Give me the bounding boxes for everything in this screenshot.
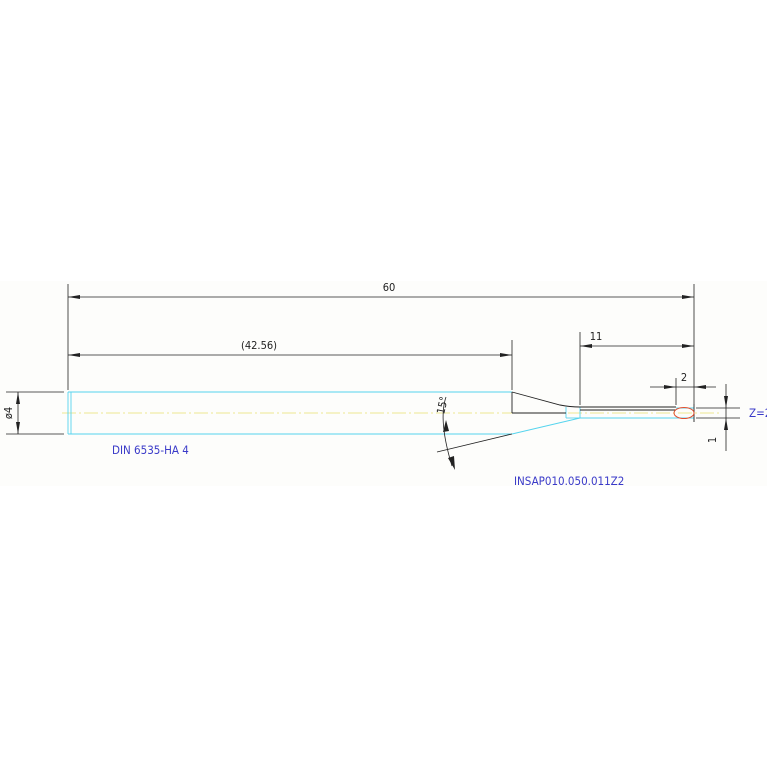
cutting-edge-marker	[673, 407, 695, 419]
dim-neck-length: 11	[579, 330, 694, 405]
dim-tip-length: 2	[650, 371, 716, 405]
arrowhead	[724, 396, 728, 408]
dim-text-dia: ø4	[2, 407, 15, 419]
flute-count-label: Z=2	[749, 406, 767, 420]
dim-text-42-56: (42.56)	[241, 339, 277, 352]
dim-taper-angle: 15°	[434, 395, 513, 470]
arrowhead	[664, 385, 676, 389]
dim-shank-length: (42.56)	[68, 339, 513, 390]
tool-outline	[511, 391, 695, 422]
arrowhead	[682, 295, 694, 299]
arrowhead	[68, 295, 80, 299]
taper-bottom-edge	[511, 417, 581, 435]
dim-overall-length: 60	[67, 281, 695, 404]
dim-shank-diameter: ø4	[2, 391, 64, 435]
arrowhead	[443, 420, 449, 432]
arrowhead	[694, 385, 706, 389]
arrowhead	[68, 353, 80, 357]
arrowhead	[16, 392, 20, 404]
dim-text-60: 60	[383, 281, 396, 294]
arrowhead	[580, 344, 592, 348]
taper-top-profile	[511, 391, 676, 408]
arrowhead	[448, 456, 455, 470]
arrowhead	[724, 418, 728, 430]
dim-tip-offset: 1	[696, 384, 740, 451]
angle-extension-line	[436, 433, 513, 453]
drawing-background	[0, 281, 767, 486]
arrowhead	[500, 353, 512, 357]
dim-text-angle: 15°	[434, 395, 450, 415]
arrowhead	[682, 344, 694, 348]
dim-text-11: 11	[590, 330, 603, 343]
part-number-label: INSAP010.050.011Z2	[514, 474, 624, 488]
dim-text-2: 2	[681, 371, 687, 384]
shank-standard-label: DIN 6535-HA 4	[112, 443, 189, 457]
arrowhead	[16, 422, 20, 434]
dim-text-1: 1	[706, 437, 719, 443]
